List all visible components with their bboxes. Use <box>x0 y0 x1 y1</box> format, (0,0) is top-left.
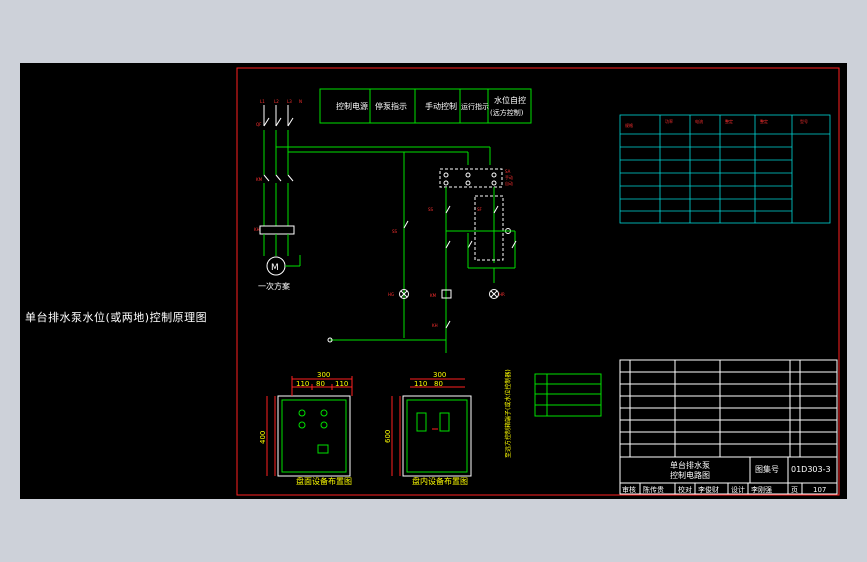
header-remote: (远方控制) <box>490 108 524 117</box>
svg-text:HG: HG <box>388 292 394 297</box>
svg-text:110: 110 <box>335 380 348 388</box>
svg-text:整定: 整定 <box>725 118 733 124</box>
svg-text:300: 300 <box>433 371 446 379</box>
header-run-indicator: 运行指示 <box>461 102 489 111</box>
drawing-code-label: 图集号 <box>755 464 779 474</box>
parameter-table: 规格 功率 电流 整定 整定 型号 <box>619 114 831 224</box>
svg-text:型号: 型号 <box>800 118 808 124</box>
drawing-side-title: 单台排水泵水位(或两地)控制原理图 <box>25 311 208 324</box>
panel-inner-label: 盘内设备布置图 <box>412 476 468 486</box>
svg-text:陈传贵: 陈传贵 <box>643 485 664 494</box>
svg-text:KM: KM <box>430 293 437 298</box>
svg-text:KH: KH <box>254 227 260 232</box>
page-label: 页 <box>791 486 798 494</box>
header-control-power: 控制电源 <box>336 101 368 111</box>
svg-text:自动: 自动 <box>505 180 513 186</box>
svg-text:KM: KM <box>256 177 263 182</box>
svg-text:L2: L2 <box>274 99 279 104</box>
svg-text:SA: SA <box>505 169 511 174</box>
svg-text:80: 80 <box>434 380 443 388</box>
header-stop-indicator: 停泵指示 <box>375 101 407 111</box>
page-number: 107 <box>813 486 826 494</box>
pump-label: 一次方案 <box>258 281 290 291</box>
header-level-auto: 水位自控 <box>494 95 526 105</box>
svg-text:设计: 设计 <box>731 485 745 494</box>
svg-text:80: 80 <box>316 380 325 388</box>
title-block: 单台排水泵 控制电路图 图集号 01D303-3 审核 陈传贵 校对 李俊财 设… <box>619 359 838 495</box>
svg-text:N: N <box>299 99 302 104</box>
svg-text:110: 110 <box>414 380 427 388</box>
svg-text:400: 400 <box>259 431 267 444</box>
svg-text:整定: 整定 <box>760 118 768 124</box>
svg-text:SS: SS <box>392 229 398 234</box>
svg-text:L1: L1 <box>260 99 265 104</box>
header-table: 控制电源 停泵指示 手动控制 运行指示 水位自控 (远方控制) <box>319 88 532 124</box>
schematic-drawing: 控制电源 停泵指示 手动控制 运行指示 水位自控 (远方控制) L1 L2 L3… <box>236 67 840 496</box>
drawing-frame <box>236 67 840 496</box>
svg-text:300: 300 <box>317 371 330 379</box>
svg-text:审核: 审核 <box>622 485 636 494</box>
svg-text:600: 600 <box>384 430 392 443</box>
svg-text:KH: KH <box>432 323 438 328</box>
svg-text:规格: 规格 <box>625 122 633 128</box>
main-circuit: L1 L2 L3 N QF KM KH <box>254 99 490 291</box>
remote-terminal-label: 至远方控制箱端子(或水位控制器) <box>504 369 512 458</box>
drawing-title-2: 控制电路图 <box>670 470 710 480</box>
svg-text:L3: L3 <box>287 99 292 104</box>
svg-text:手动: 手动 <box>505 174 513 180</box>
terminal-table <box>534 373 602 417</box>
cad-viewport[interactable]: 单台排水泵水位(或两地)控制原理图 控制电源 停泵指示 手动控制 运行指示 水位… <box>20 63 847 499</box>
svg-text:M: M <box>271 263 279 273</box>
svg-text:李俊财: 李俊财 <box>698 485 719 494</box>
svg-text:电流: 电流 <box>695 118 703 124</box>
drawing-title-1: 单台排水泵 <box>670 460 710 470</box>
control-circuit: SA 手动 自动 KM HG H <box>327 147 517 353</box>
svg-text:SF: SF <box>477 207 483 212</box>
panel-inner-layout: 300 110 80 600 盘内设备布置图 <box>384 371 472 486</box>
svg-text:SS: SS <box>428 207 434 212</box>
svg-text:校对: 校对 <box>678 485 692 494</box>
svg-text:功率: 功率 <box>665 118 673 124</box>
svg-text:HR: HR <box>499 292 505 297</box>
panel-front-label: 盘面设备布置图 <box>296 476 352 486</box>
panel-front-layout: 300 110 80 110 400 盘面设备布置图 <box>259 371 353 486</box>
drawing-code: 01D303-3 <box>791 465 831 474</box>
svg-text:QF: QF <box>256 122 262 127</box>
svg-text:李刚强: 李刚强 <box>751 485 772 494</box>
svg-text:110: 110 <box>296 380 309 388</box>
header-manual-control: 手动控制 <box>425 101 457 111</box>
